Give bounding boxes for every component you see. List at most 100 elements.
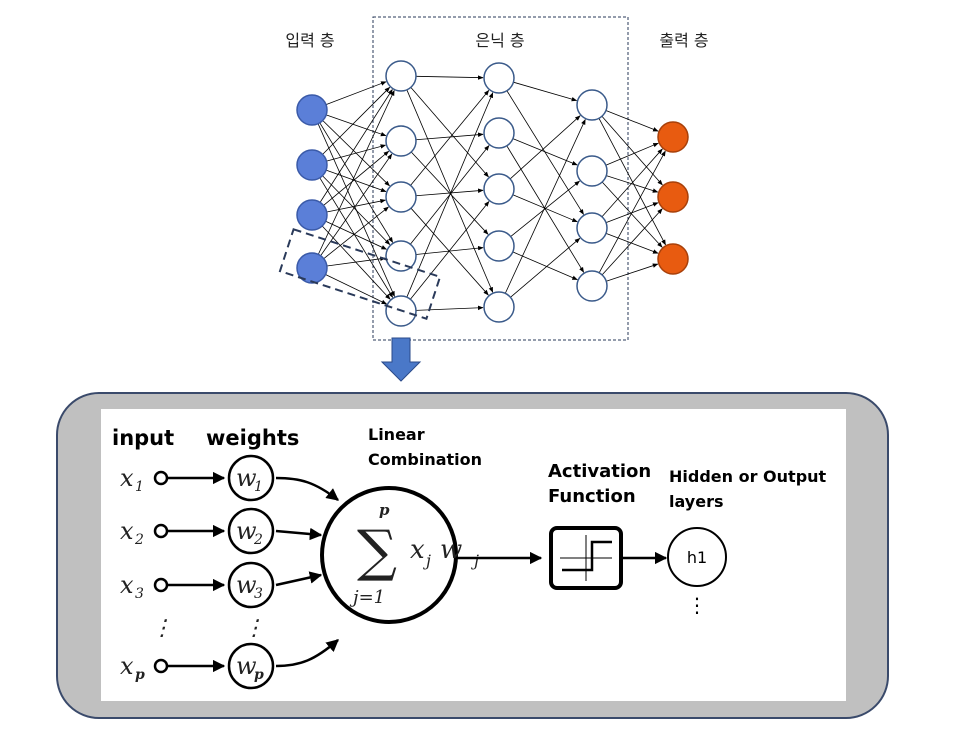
network-edge [321, 225, 391, 300]
network-edge [410, 201, 490, 300]
term-x-sub: j [423, 551, 431, 570]
input-terminal [153, 470, 169, 486]
network-edge [598, 118, 666, 246]
network-edge [605, 110, 659, 132]
input-var: x [120, 652, 134, 680]
hidden-layer-box [372, 16, 629, 341]
network-edge [598, 150, 666, 274]
network-edge [410, 89, 490, 186]
network-edge [326, 198, 386, 213]
network-edge [415, 188, 484, 197]
step-function-curve [562, 540, 612, 572]
network-edge [601, 148, 663, 218]
output-node [657, 121, 689, 153]
network-edge [322, 86, 391, 155]
hidden2-node [483, 173, 515, 205]
network-edge [326, 256, 386, 267]
output-node [657, 243, 689, 275]
network-edges [317, 75, 666, 311]
input-var: x [120, 571, 134, 599]
network-edge [601, 208, 663, 276]
input-terminal [153, 523, 169, 539]
input-var: x [120, 464, 134, 492]
network-edge [513, 81, 578, 102]
weight-node [227, 561, 275, 609]
network-edge [325, 274, 388, 305]
hidden3-node [576, 155, 608, 187]
arrow-wp-sum [275, 639, 339, 668]
network-edge [415, 132, 484, 141]
term-w: w [440, 535, 462, 565]
arrow-w2-sum [275, 527, 323, 541]
hidden2-node [483, 291, 515, 323]
h1-ellipsis: ⋮ [687, 593, 707, 617]
weight-var-sub: 2 [253, 532, 263, 548]
network-diagram: 입력 층 은닉 층 출력 층 [278, 16, 709, 382]
sigma-symbol: ∑ [357, 519, 397, 584]
network-edge [512, 251, 578, 281]
input-var: x [120, 517, 134, 545]
output-label-2: layers [669, 492, 723, 511]
network-edge [601, 115, 663, 186]
network-edge [512, 138, 578, 166]
neuron-detail-panel: input weights Linear Combination Activat… [56, 392, 889, 719]
output-label-1: Hidden or Output [669, 467, 827, 486]
zoom-arrow-icon [380, 337, 422, 382]
network-edge [410, 207, 489, 296]
network-edge [606, 263, 659, 282]
weight-var: w [236, 517, 257, 545]
arrow-w3-sum [275, 571, 323, 587]
network-edge [605, 142, 659, 166]
network-edge [510, 180, 580, 237]
network-edge [326, 144, 387, 162]
h1-label: h1 [687, 548, 707, 567]
hidden1-node [385, 125, 417, 157]
network-edge [510, 237, 581, 298]
hidden-layer-label: 은닉 층 [475, 31, 524, 50]
network-edge [415, 305, 484, 311]
network-edge [506, 90, 584, 215]
weight-node [227, 642, 275, 690]
network-edge [319, 122, 394, 243]
network-edge [319, 89, 393, 203]
network-edge [325, 81, 387, 106]
hidden1-node [385, 240, 417, 272]
sum-lower: j=1 [349, 587, 385, 608]
term-w-sub: j [471, 551, 479, 570]
network-edge [605, 232, 659, 254]
term-x: x [410, 535, 425, 565]
weight-to-sum-arrows [275, 476, 339, 668]
h1-node [667, 527, 727, 587]
network-edge [406, 89, 494, 293]
output-node [657, 181, 689, 213]
network-edge [326, 114, 387, 137]
network-edge [606, 175, 659, 193]
hidden1-node [385, 60, 417, 92]
weights-label: weights [206, 426, 299, 450]
hidden1-node [385, 181, 417, 213]
input-terminal [153, 577, 169, 593]
network-edge [319, 177, 394, 298]
network-edge [322, 175, 391, 245]
network-edge [325, 169, 387, 192]
weight-var-sub: 1 [254, 479, 263, 495]
activation-label-2: Function [548, 486, 636, 507]
input-node [296, 199, 328, 231]
input-var-sub: 3 [135, 586, 144, 602]
weight-node [227, 454, 275, 502]
hidden2-node [483, 117, 515, 149]
network-edge [509, 115, 581, 180]
network-edge [601, 181, 663, 248]
weight-node [227, 507, 275, 555]
hidden3-node [576, 89, 608, 121]
weight-var-sub: 3 [254, 586, 263, 602]
selected-neuron-highlight [278, 228, 442, 320]
weight-var: w [236, 652, 257, 680]
output-layer-label: 출력 층 [659, 31, 708, 50]
hidden2-node [483, 62, 515, 94]
input-terminal [153, 658, 169, 674]
